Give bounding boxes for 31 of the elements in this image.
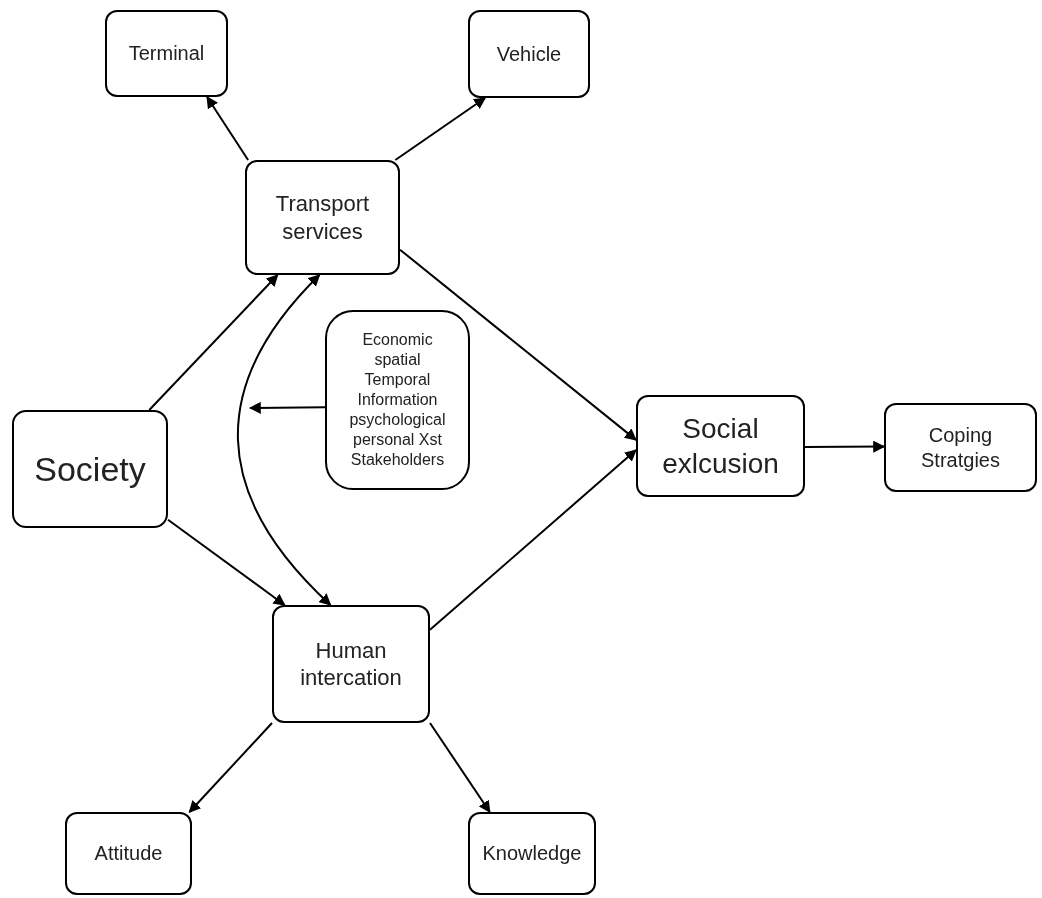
arrow	[429, 722, 491, 813]
process-box	[105, 10, 228, 97]
process-box	[884, 403, 1037, 492]
process-box	[272, 605, 430, 723]
arrow	[236, 274, 332, 606]
arrow	[399, 248, 637, 441]
arrow	[804, 440, 886, 453]
arrow	[394, 97, 487, 161]
arrow	[167, 518, 286, 606]
process-box	[65, 812, 192, 895]
node-label: Social exlcusion	[661, 412, 780, 481]
process-box	[636, 395, 805, 497]
arrow	[188, 722, 273, 813]
node-label: Vehicle	[496, 41, 562, 67]
process-box	[12, 410, 168, 528]
node-label: Economic spatial Temporal Information psychological personal Xst Stakeholders	[348, 330, 447, 470]
process-box	[468, 812, 596, 895]
arrow	[148, 274, 279, 411]
node-label: Knowledge	[482, 841, 582, 866]
arrow	[248, 401, 326, 414]
node-label: Society	[34, 448, 146, 490]
process-box	[245, 160, 400, 275]
process-box	[325, 310, 470, 490]
node-label: Coping Stratgies	[920, 422, 1001, 473]
node-label: Attitude	[94, 841, 163, 866]
node-label: Human intercation	[299, 636, 403, 692]
node-label: Transport services	[274, 190, 371, 245]
arrow	[206, 96, 250, 161]
arrow	[429, 449, 637, 631]
process-box	[468, 10, 590, 98]
node-label: Terminal	[128, 41, 205, 66]
